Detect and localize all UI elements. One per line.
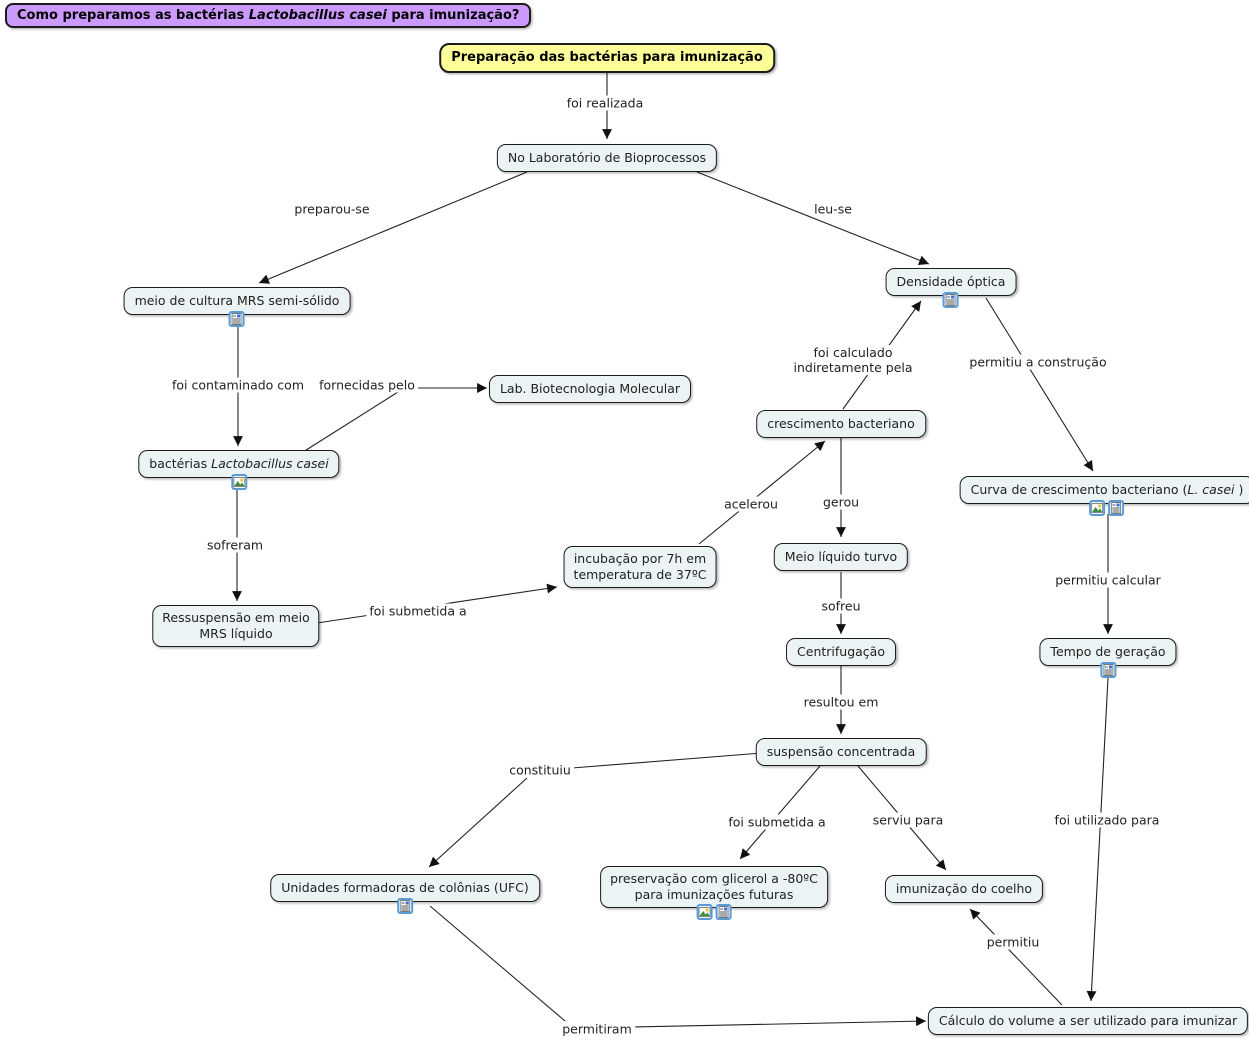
edge-foi-utilizado-para [1086,677,1109,1002]
edge-leu-se [696,171,930,265]
linking-phrase-leu-se[interactable]: leu-se [811,201,855,217]
concept-node-tempo-geracao[interactable]: Tempo de geração [1039,638,1177,678]
concept-node-crescimento-bacteriano[interactable]: crescimento bacteriano [756,410,926,438]
edge-fornecidas-pelo-a [302,391,399,453]
concept-label-line1: Ressuspensão em meio [162,610,310,625]
species-name-italic: L. casei [1187,482,1235,497]
linking-phrase-foi-contaminado-com[interactable]: foi contaminado com [169,377,307,393]
concept-label: Curva de crescimento bacteriano ( [970,482,1188,497]
linking-phrase-foi-utilizado-para[interactable]: foi utilizado para [1051,812,1163,828]
resource-icons [696,904,732,920]
concept-label-line2: para imunizações futuras [634,887,794,902]
concept-label: bactérias [149,456,212,471]
document-resource-icon[interactable] [397,898,413,914]
resource-icons [1089,500,1125,516]
concept-node-centrifugacao[interactable]: Centrifugação [786,638,896,666]
resource-icons [1099,662,1116,678]
concept-label: Densidade óptica [896,274,1006,289]
concept-node-lab-biotecnologia[interactable]: Lab. Biotecnologia Molecular [488,375,692,403]
concept-label: Unidades formadoras de colônias (UFC) [281,880,529,895]
linking-phrase-foi-calculado-indiretamente[interactable]: foi calculado indiretamente pela [790,345,916,375]
edge-permitiram-b [633,1016,927,1028]
edge-foi-submetida-a-2 [739,765,821,860]
linking-phrase-preparou-se[interactable]: preparou-se [291,201,373,217]
concept-node-imunizacao-coelho[interactable]: imunização do coelho [884,875,1044,903]
concept-label-line2: temperatura de 37ºC [573,567,707,582]
concept-node-calculo-volume[interactable]: Cálculo do volume a ser utilizado para i… [927,1007,1249,1035]
linking-phrase-permitiu-calcular[interactable]: permitiu calcular [1052,572,1164,588]
document-resource-icon[interactable] [715,904,732,920]
concept-node-laboratorio-bioprocessos[interactable]: No Laboratório de Bioprocessos [496,144,718,172]
concept-node-suspensao-concentrada[interactable]: suspensão concentrada [755,738,927,766]
linking-phrase-sofreu[interactable]: sofreu [818,598,864,614]
linking-phrase-acelerou[interactable]: acelerou [721,496,781,512]
document-resource-icon[interactable] [1108,500,1125,516]
image-resource-icon[interactable] [1089,500,1106,516]
document-resource-icon[interactable] [228,311,245,327]
edge-permitiu [969,908,1063,1006]
linking-phrase-sofreram[interactable]: sofreram [203,537,267,553]
root-concept-node[interactable]: Preparação das bactérias para imunização [439,43,775,73]
concept-node-incubacao-7h[interactable]: incubação por 7h em temperatura de 37ºC [563,546,717,588]
concept-node-meio-cultura-mrs[interactable]: meio de cultura MRS semi-sólido [123,287,351,327]
resource-icons [228,311,245,327]
concept-node-curva-crescimento[interactable]: Curva de crescimento bacteriano (L. case… [959,476,1249,516]
linking-phrase-line1: foi calculado [813,345,893,360]
resource-icons [230,474,247,490]
linking-phrase-foi-submetida-a-2[interactable]: foi submetida a [725,814,829,830]
linking-phrase-permitiram[interactable]: permitiram [559,1021,635,1037]
edge-permitiram-a [429,905,566,1022]
linking-phrase-permitiu-a-construcao[interactable]: permitiu a construção [966,354,1110,370]
document-resource-icon[interactable] [943,292,959,308]
concept-label: Tempo de geração [1050,644,1166,659]
concept-node-meio-liquido-turvo[interactable]: Meio líquido turvo [773,543,909,571]
concept-label-suffix: ) [1234,482,1244,497]
concept-node-bacterias-lactobacillus[interactable]: bactérias Lactobacillus casei [138,450,340,490]
concept-label-line1: preservação com glicerol a -80ºC [610,871,818,886]
question-text-suffix: para imunização? [386,8,520,23]
question-text: Como preparamos as bactérias [17,8,249,23]
edge-constituiu-b [428,777,528,868]
species-name-italic: Lactobacillus casei [211,456,329,471]
linking-phrase-resultou-em[interactable]: resultou em [800,694,882,710]
concept-node-densidade-optica[interactable]: Densidade óptica [885,268,1017,308]
edge-acelerou [698,440,826,545]
linking-phrase-constituiu[interactable]: constituiu [506,762,574,778]
linking-phrase-foi-submetida-a-1[interactable]: foi submetida a [366,603,470,619]
concept-node-ressuspensao-mrs[interactable]: Ressuspensão em meio MRS líquido [152,605,320,647]
linking-phrase-line2: indiretamente pela [793,360,913,375]
edge-constituiu-a [571,752,763,769]
concept-label: meio de cultura MRS semi-sólido [134,293,340,308]
resource-icons [397,898,413,914]
question-species-italic: Lactobacillus casei [248,8,387,23]
edge-permitiu-a-construcao [985,297,1094,472]
question-banner[interactable]: Como preparamos as bactérias Lactobacill… [5,3,532,28]
linking-phrase-fornecidas-pelo[interactable]: fornecidas pelo [316,377,418,393]
linking-phrase-foi-realizada[interactable]: foi realizada [563,95,647,111]
concept-label-line1: incubação por 7h em [573,551,707,566]
image-resource-icon[interactable] [696,904,713,920]
linking-phrase-gerou[interactable]: gerou [819,494,863,510]
linking-phrase-serviu-para[interactable]: serviu para [869,812,947,828]
edge-preparou-se [258,171,528,284]
concept-node-preservacao-glicerol[interactable]: preservação com glicerol a -80ºC para im… [600,866,828,920]
concept-label-line2: MRS líquido [199,626,273,641]
document-resource-icon[interactable] [1099,662,1116,678]
image-resource-icon[interactable] [230,474,247,490]
resource-icons [943,292,959,308]
linking-phrase-permitiu[interactable]: permitiu [983,934,1043,950]
concept-node-ufc[interactable]: Unidades formadoras de colônias (UFC) [270,874,540,914]
